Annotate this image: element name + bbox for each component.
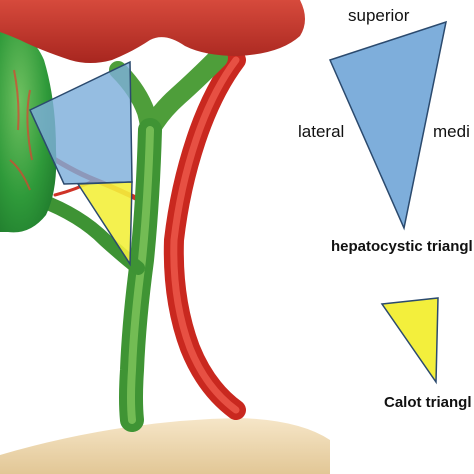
calot-triangle-legend [380, 297, 439, 385]
label-lateral: lateral [298, 122, 344, 141]
duodenum [0, 418, 330, 474]
label-calot-triangle: Calot triangl [384, 394, 472, 411]
gallbladder-vessels [9, 69, 33, 191]
calot-triangle-overlay [76, 181, 133, 267]
label-superior: superior [348, 6, 410, 25]
hepatic-artery-highlight [170, 56, 240, 414]
liver [0, 0, 305, 63]
common-bile-duct-highlight [127, 126, 154, 424]
label-hepatocystic-triangle: hepatocystic triangl [331, 238, 473, 255]
hepatocystic-triangle-legend [328, 20, 447, 231]
label-medial: medi [433, 122, 470, 141]
